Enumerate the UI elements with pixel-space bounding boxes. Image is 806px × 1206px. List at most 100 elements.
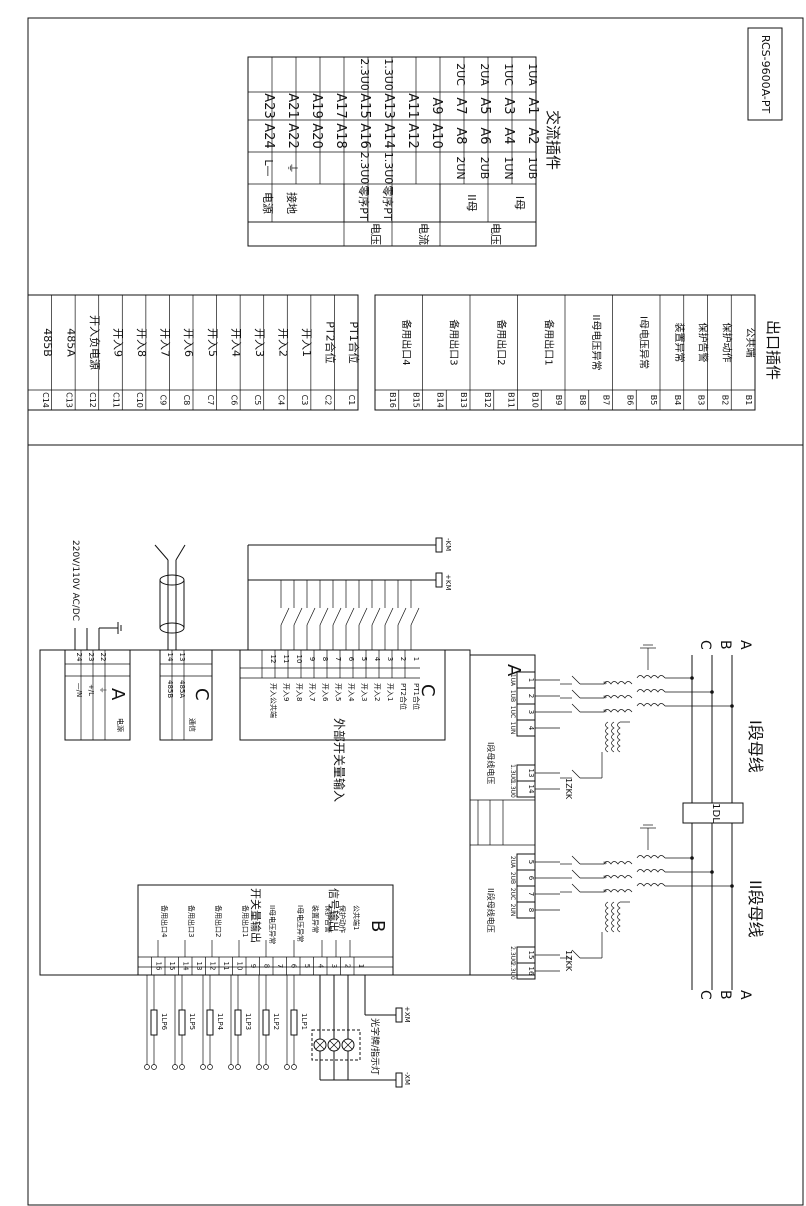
output-pin: B5 bbox=[649, 395, 658, 406]
output-label: 保护动作 bbox=[720, 323, 733, 363]
module-a-ac-block bbox=[469, 654, 536, 976]
ac-cell: A14 bbox=[381, 123, 396, 148]
ac-plug-title: 交流插件 bbox=[544, 110, 562, 170]
lp-label: 1LP5 bbox=[188, 1013, 196, 1030]
ac-cell: A6 bbox=[477, 127, 492, 144]
output-pin: B13 bbox=[459, 392, 468, 408]
ac-cell: 2UC bbox=[454, 63, 467, 86]
output-label: 装置异常 bbox=[673, 323, 686, 363]
ac-cell: 1UC bbox=[502, 63, 515, 86]
input-terminal-number: 3 bbox=[386, 657, 394, 661]
c-plug-label: 开入3 bbox=[253, 328, 266, 357]
power-title: 电源 bbox=[116, 718, 125, 732]
ac-terminal-number: 4 bbox=[527, 726, 535, 731]
output-terminal-number: 11 bbox=[222, 962, 230, 971]
ac-desc: I母 bbox=[513, 196, 526, 210]
ac-terminal-label: 2UA bbox=[509, 856, 516, 869]
signal-output-label: 保护动作 bbox=[338, 905, 347, 933]
signal-output-label: 装置异常 bbox=[311, 905, 320, 933]
ac-cell: 2UB bbox=[478, 157, 491, 180]
ac-desc: 接地 bbox=[285, 192, 298, 214]
comm-label: 485B bbox=[166, 680, 174, 698]
ac-terminal-number: 15 bbox=[527, 951, 535, 960]
comm-terminal-number: 14 bbox=[166, 653, 174, 662]
output-label: I母电压异常 bbox=[637, 316, 650, 369]
minus-xm-label: -XM bbox=[403, 1072, 411, 1085]
output-pin: B11 bbox=[507, 392, 516, 408]
switch-output-label: 备用出口3 bbox=[187, 905, 196, 937]
ac-terminal-number: 13 bbox=[527, 769, 535, 778]
ac-cell: 1.3U0 bbox=[382, 152, 395, 185]
comm-cable bbox=[154, 544, 186, 650]
ac-cell: A21 bbox=[285, 93, 300, 118]
output-pin: B16 bbox=[388, 392, 397, 408]
ac-desc: II母 bbox=[465, 194, 478, 212]
input-terminal-number: 4 bbox=[373, 657, 381, 662]
ac-terminal-number: 14 bbox=[527, 785, 535, 794]
power-wires bbox=[74, 622, 122, 650]
switch-output-label: 备用出口2 bbox=[214, 905, 223, 937]
ac-cell: 2UN bbox=[454, 156, 467, 179]
output-plug-table: 公共端保护动作保护告警装置异常I母电压异常II母电压异常备用出口1备用出口2备用… bbox=[374, 294, 782, 411]
output-pin: B14 bbox=[435, 392, 444, 408]
svg-text:*: * bbox=[603, 874, 607, 883]
ac-cell: 1UN bbox=[502, 156, 515, 179]
output-pin: B3 bbox=[697, 395, 706, 406]
c-plug-pin: C2 bbox=[324, 395, 333, 406]
output-pin: B2 bbox=[720, 395, 729, 406]
ac-cell: A19 bbox=[309, 93, 324, 118]
module-c-input-block bbox=[239, 649, 446, 741]
ac-cell: A15 bbox=[357, 93, 372, 118]
phase-label-b2: B bbox=[717, 990, 733, 1000]
module-c-label: C bbox=[417, 684, 438, 697]
input-label: 开入3 bbox=[360, 683, 368, 701]
output-pin: B12 bbox=[483, 392, 492, 408]
switch-output-label: I母电压异常 bbox=[296, 905, 305, 942]
comm-module-label: C bbox=[191, 688, 212, 701]
c-plug-pin: C11 bbox=[112, 392, 121, 408]
output-terminal-number: 3 bbox=[330, 964, 338, 968]
c-input-terminals: 1PT1合位2PT2合位3开入14开入25开入36开入47开入58开入69开入7… bbox=[240, 580, 421, 718]
c-plug-pin: C4 bbox=[277, 395, 286, 406]
ac-cell: A18 bbox=[333, 123, 348, 148]
ac-cell: 1.3U0 bbox=[382, 58, 395, 91]
output-pin: B7 bbox=[602, 395, 611, 406]
c-plug-label: 开入9 bbox=[112, 328, 125, 357]
ac-cell: A11 bbox=[405, 93, 420, 118]
ac-group: 电流 bbox=[417, 223, 431, 245]
output-terminal-number: 10 bbox=[236, 962, 244, 971]
breaker-label: 1DL bbox=[710, 803, 721, 823]
input-label: PT2合位 bbox=[399, 683, 408, 710]
km-supply bbox=[247, 537, 443, 650]
pt-transformers: ****** bbox=[560, 644, 734, 959]
switch-output-title: 开关量输出 bbox=[249, 888, 263, 943]
ac-cell: A8 bbox=[453, 127, 468, 144]
bus1-label: I段母线 bbox=[746, 720, 765, 773]
bus2-voltage-label: II段母线电压 bbox=[486, 888, 496, 933]
ac-cell: ⏚ bbox=[286, 163, 299, 174]
ac-cell: A4 bbox=[501, 127, 516, 144]
ac-terminal-label: 1.3U0 bbox=[509, 764, 516, 782]
output-terminal-number: 8 bbox=[263, 964, 271, 968]
output-terminal-number: 4 bbox=[317, 964, 325, 969]
output-label: II母电压异常 bbox=[590, 315, 603, 371]
ac-cell: A1 bbox=[525, 97, 540, 114]
c-plug-pin: C5 bbox=[253, 395, 262, 406]
b-output-terminals: 12345678910111213141516公共端1保护动作保护告警装置异常I… bbox=[138, 905, 393, 975]
input-label: 开入5 bbox=[334, 683, 342, 701]
ac-cell: 1UB bbox=[526, 157, 539, 180]
signal-output-title: 信号输出 bbox=[327, 888, 341, 932]
output-terminal-number: 14 bbox=[182, 962, 190, 971]
input-label: PT1合位 bbox=[412, 683, 421, 710]
svg-text:*: * bbox=[603, 708, 607, 717]
comm-title: 通信 bbox=[188, 718, 197, 732]
phase-label-c2: C bbox=[697, 990, 713, 1000]
ac-cell: A3 bbox=[501, 97, 516, 114]
c-plug-pin: C1 bbox=[347, 395, 356, 406]
xm-supply bbox=[311, 975, 403, 1088]
ac-cell: A24 bbox=[261, 123, 276, 148]
c-plug-label: 485A bbox=[64, 328, 77, 357]
power-supply-label: 220V/110V AC/DC bbox=[70, 540, 80, 621]
c-plug-pin: C14 bbox=[41, 392, 50, 408]
